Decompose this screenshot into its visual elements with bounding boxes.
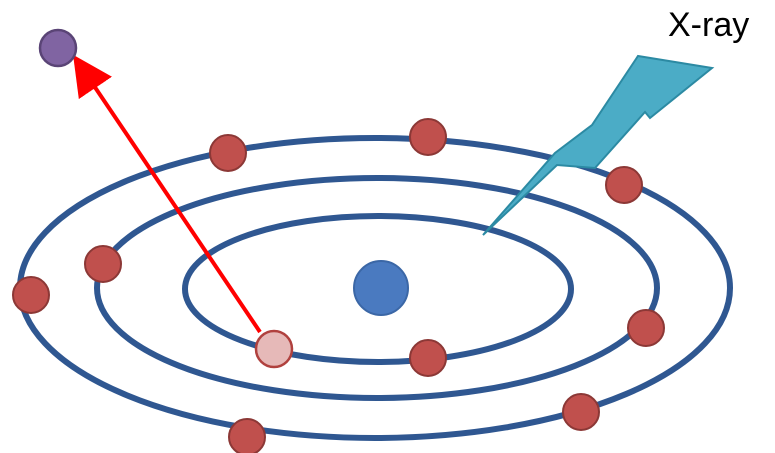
xray-label: X-ray (668, 6, 750, 44)
electron-middle-1 (84, 245, 122, 283)
xray-lightning-bolt (482, 54, 715, 236)
electron-outer-7 (228, 418, 266, 453)
electron-outer-3 (605, 166, 643, 204)
nucleus (353, 260, 409, 316)
electron-outer-5 (627, 309, 665, 347)
electron-vacancy (254, 329, 294, 369)
ejection-arrow (73, 54, 262, 334)
electron-outer-1 (209, 134, 247, 172)
electron-outer-2 (409, 118, 447, 156)
middle-orbit (94, 175, 660, 401)
ejected-electron (38, 28, 78, 68)
inner-orbit (182, 213, 574, 365)
electron-middle-2 (409, 339, 447, 377)
electron-outer-4 (12, 276, 50, 314)
electron-outer-6 (562, 393, 600, 431)
